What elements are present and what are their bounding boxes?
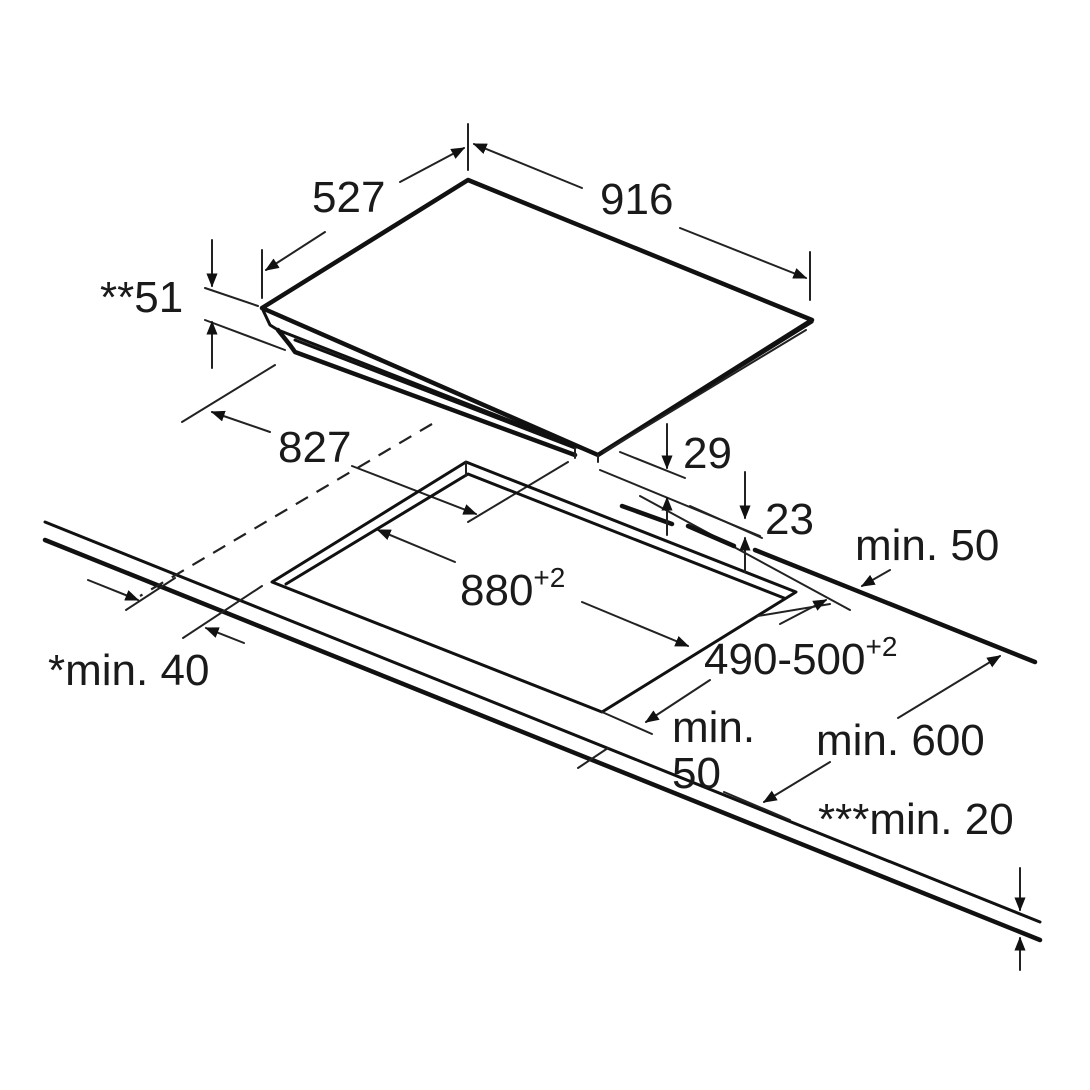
dimension-front-min-50: min. 50 <box>577 703 755 798</box>
label-827: 827 <box>278 423 351 472</box>
cooktop-body <box>259 177 815 463</box>
dimension-side-min-40: *min. 40 <box>48 577 263 695</box>
dimension-min-600: min. 600 <box>723 655 1002 821</box>
label-23: 23 <box>765 495 814 544</box>
label-rear-min-50: min. 50 <box>855 521 999 570</box>
label-min-600: min. 600 <box>816 716 985 765</box>
label-490-500: 490-500+2 <box>704 631 897 684</box>
label-51: **51 <box>100 273 183 322</box>
dimension-527: 527 <box>261 123 469 299</box>
label-front-50: 50 <box>672 749 721 798</box>
label-min-20: ***min. 20 <box>818 795 1014 844</box>
label-880: 880+2 <box>460 562 565 615</box>
dimension-51: **51 <box>100 239 286 369</box>
dimension-827: 827 <box>181 364 569 523</box>
dimension-916: 916 <box>472 143 811 301</box>
worktop-cutout <box>270 460 798 714</box>
dimension-29: 29 <box>619 423 732 536</box>
label-min-40: *min. 40 <box>48 646 209 695</box>
dimension-490-500: 490-500+2 <box>601 599 897 735</box>
label-916: 916 <box>600 175 673 224</box>
dimension-worktop-min-20: ***min. 20 <box>818 795 1026 971</box>
label-527: 527 <box>312 173 385 222</box>
dimension-880: 880+2 <box>376 529 690 647</box>
label-29: 29 <box>683 429 732 478</box>
label-front-min: min. <box>672 703 755 752</box>
worktop <box>42 423 1043 943</box>
dimension-rear-min-50: min. 50 <box>855 521 999 587</box>
dimension-23: 23 <box>689 471 814 573</box>
